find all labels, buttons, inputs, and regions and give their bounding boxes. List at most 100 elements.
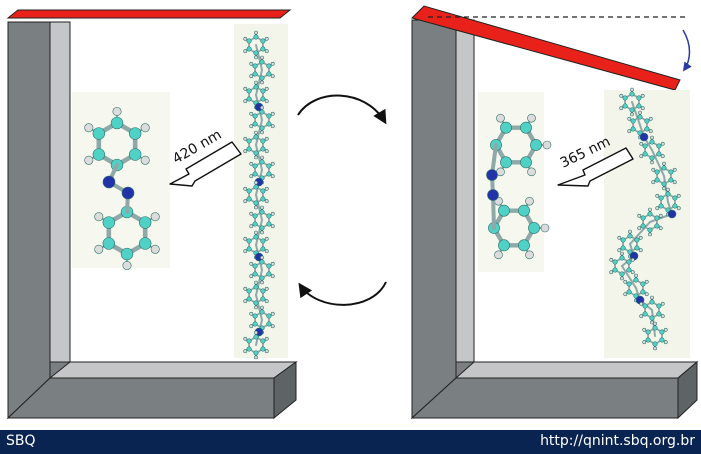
carbon-atom <box>252 171 258 177</box>
hydrogen-atom <box>270 111 275 116</box>
cycle-arrow-backward <box>298 281 387 306</box>
hydrogen-atom <box>260 255 264 260</box>
carbon-atom <box>246 246 252 252</box>
hydrogen-atom <box>270 161 275 166</box>
hydrogen-atom <box>84 155 94 165</box>
hydrogen-atom <box>243 99 248 104</box>
carbon-atom <box>246 196 252 202</box>
carbon-atom <box>672 195 678 201</box>
scene: 420 nm 365 nm <box>6 5 699 420</box>
nitrogen-atom <box>487 189 499 201</box>
carbon-atom <box>626 259 632 265</box>
hydrogen-atom <box>620 251 624 256</box>
carbon-atom <box>259 125 265 131</box>
hydrogen-atom <box>243 36 248 41</box>
hydrogen-atom <box>662 161 666 166</box>
hydrogen-atom <box>243 199 248 204</box>
hydrogen-atom <box>254 180 258 185</box>
carbon-atom <box>498 239 510 252</box>
carbon-atom <box>642 311 648 317</box>
hydrogen-atom <box>658 226 663 231</box>
carbon-atom <box>259 309 265 315</box>
carbon-atom <box>260 246 266 252</box>
hydrogen-atom <box>270 211 275 216</box>
carbon-atom <box>642 303 648 309</box>
carbon-atom <box>654 177 660 183</box>
hydrogen-atom <box>84 123 94 133</box>
carbon-atom <box>619 271 625 277</box>
hydrogen-atom <box>639 154 644 159</box>
carbon-atom <box>246 346 252 352</box>
carbon-atom <box>260 88 266 94</box>
hydrogen-atom <box>630 87 634 92</box>
carbon-atom <box>260 338 266 344</box>
hydrogen-atom <box>660 154 665 159</box>
carbon-atom <box>654 215 660 221</box>
carbon-atom <box>672 203 678 209</box>
hydrogen-atom <box>648 116 653 121</box>
hydrogen-atom <box>254 55 258 60</box>
carbon-atom <box>661 181 667 187</box>
trans-azobenzene <box>84 106 160 271</box>
carbon-atom <box>654 169 660 175</box>
hydrogen-atom <box>260 305 264 310</box>
carbon-atom <box>665 191 671 197</box>
carbon-atom <box>619 255 625 261</box>
hydrogen-atom <box>609 270 614 275</box>
carbon-atom <box>626 267 632 273</box>
carbon-atom <box>252 221 258 227</box>
carbon-atom <box>252 71 258 77</box>
carbon-atom <box>642 151 648 157</box>
carbon-atom <box>259 209 265 215</box>
hydrogen-atom <box>642 327 647 332</box>
carbon-atom <box>633 277 639 283</box>
carbon-atom <box>518 239 530 252</box>
carbon-atom <box>630 118 636 124</box>
carbon-atom <box>259 159 265 165</box>
carbon-atom <box>259 59 265 65</box>
hydrogen-atom <box>122 261 132 271</box>
bond <box>621 265 637 289</box>
carbon-atom <box>649 139 655 145</box>
hydrogen-atom <box>270 324 275 329</box>
carbon-atom <box>612 259 618 265</box>
carbon-atom <box>640 223 646 229</box>
hydrogen-atom <box>527 167 536 177</box>
carbon-atom <box>253 150 259 156</box>
hydrogen-atom <box>676 193 681 198</box>
footer-url[interactable]: http://qnint.sbq.org.br <box>540 433 695 449</box>
hydrogen-atom <box>650 160 654 165</box>
carbon-atom <box>260 296 266 302</box>
nitrogen-atom <box>102 175 116 189</box>
carbon-atom <box>656 151 662 157</box>
hydrogen-atom <box>243 186 248 191</box>
carbon-atom <box>139 216 152 229</box>
hydrogen-atom <box>617 248 622 253</box>
hydrogen-atom <box>672 180 677 185</box>
hydrogen-atom <box>676 206 681 211</box>
hydrogen-atom <box>260 105 264 110</box>
cycle-arrow-forward <box>297 94 387 125</box>
hydrogen-atom <box>638 110 642 115</box>
hydrogen-atom <box>619 106 624 111</box>
carbon-atom <box>634 237 640 243</box>
hydrogen-atom <box>243 86 248 91</box>
hydrogen-atom <box>651 180 656 185</box>
carbon-atom <box>658 195 664 201</box>
hydrogen-atom <box>525 250 534 260</box>
hydrogen-atom <box>243 236 248 241</box>
hydrogen-atom <box>623 292 628 297</box>
hydrogen-atom <box>140 155 150 165</box>
hydrogen-atom <box>270 174 275 179</box>
hydrogen-atom <box>651 167 656 172</box>
carbon-atom <box>260 238 266 244</box>
bond <box>629 221 651 245</box>
hydrogen-atom <box>264 236 269 241</box>
hydrogen-atom <box>496 113 505 123</box>
hydrogen-atom <box>254 230 258 235</box>
hydrogen-atom <box>94 244 104 254</box>
hydrogen-atom <box>243 286 248 291</box>
bond <box>255 294 263 321</box>
carbon-atom <box>620 237 626 243</box>
hydrogen-atom <box>672 167 677 172</box>
